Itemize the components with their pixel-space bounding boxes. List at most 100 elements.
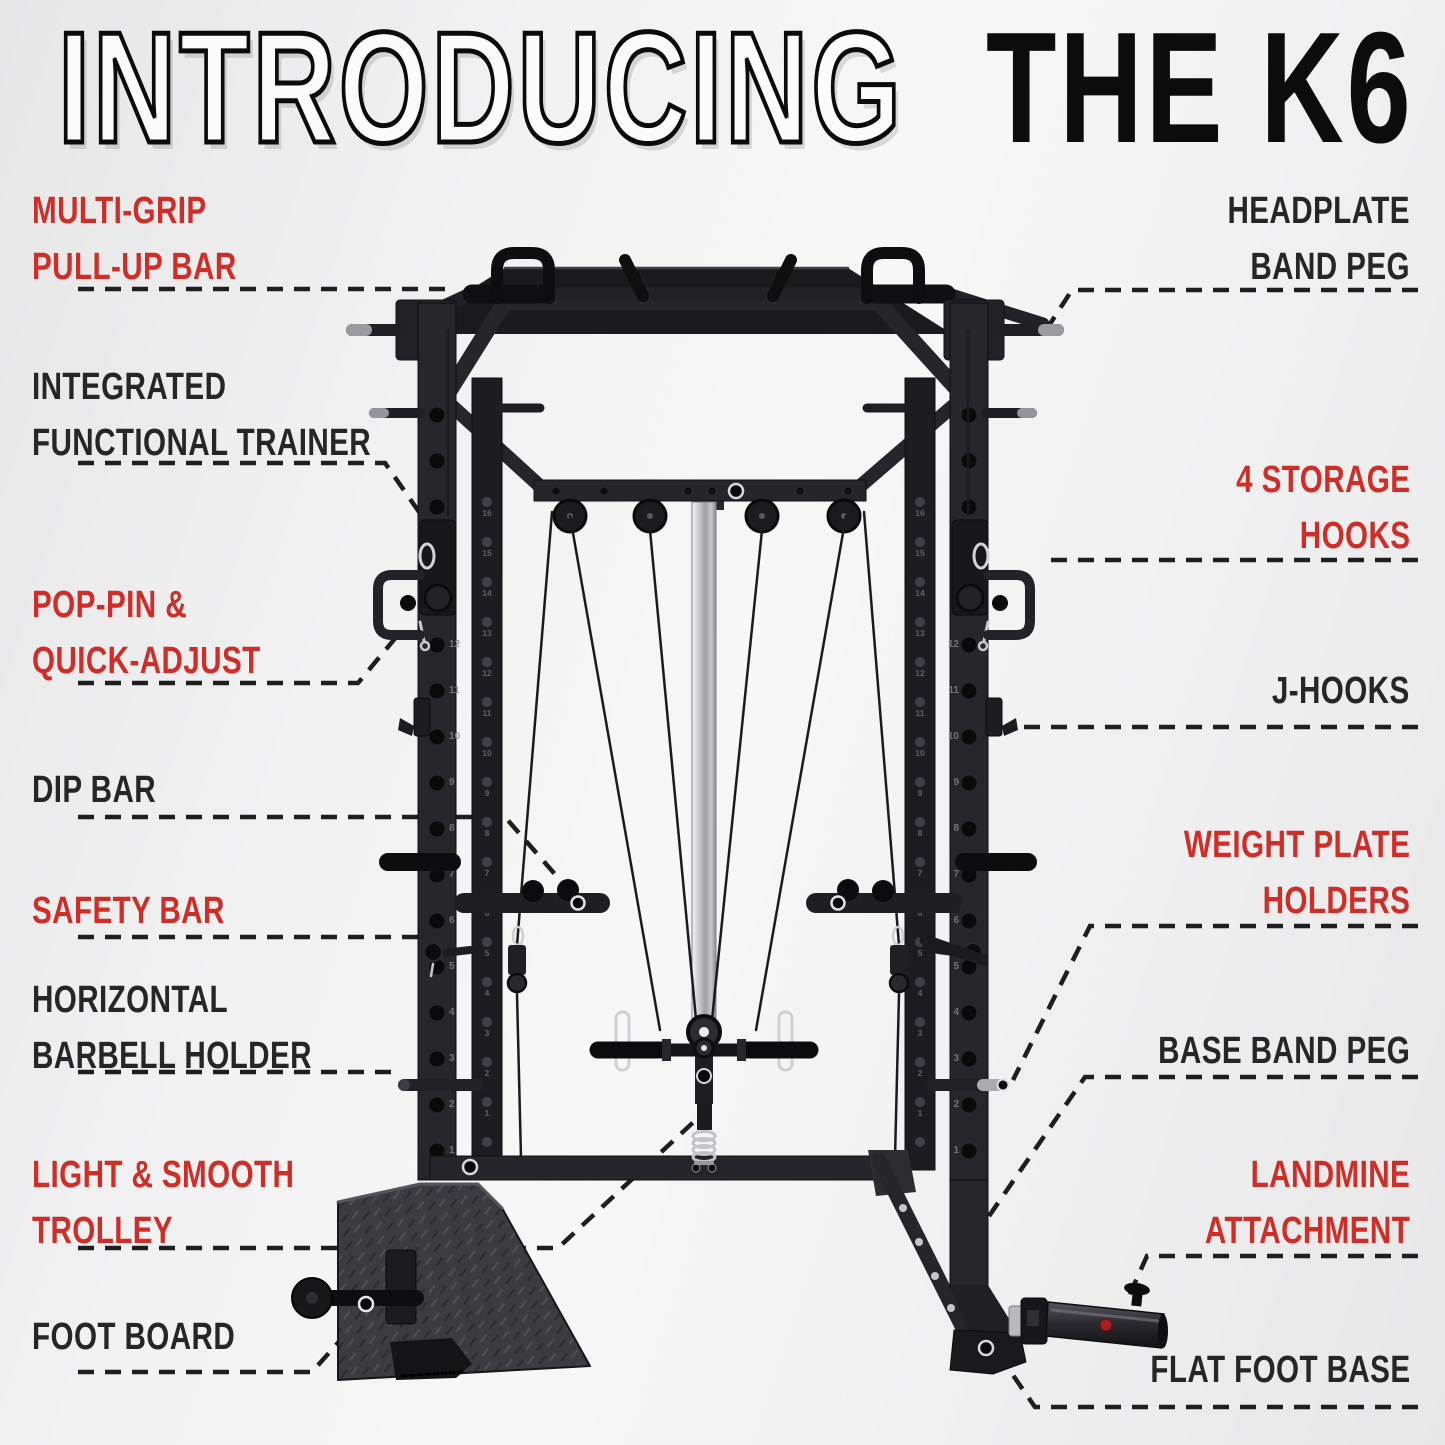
svg-text:9: 9 xyxy=(918,788,923,798)
svg-text:1: 1 xyxy=(918,1108,923,1118)
label-landmine-attachment: LANDMINE ATTACHMENT xyxy=(1147,1147,1410,1259)
svg-text:10: 10 xyxy=(482,748,492,758)
chrome-guide-rail xyxy=(691,501,717,1019)
base-frame xyxy=(429,1150,1027,1375)
label-base-band-peg: BASE BAND PEG xyxy=(1087,1023,1410,1079)
j-hooks xyxy=(398,697,1018,737)
svg-text:9: 9 xyxy=(953,777,959,788)
svg-text:4: 4 xyxy=(953,1007,959,1018)
svg-text:4: 4 xyxy=(918,988,923,998)
connector-pop-pin-quick-adjust xyxy=(78,628,404,686)
label-line: HEADPLATE xyxy=(1227,190,1410,232)
label-multi-grip-pull-up-bar: MULTI-GRIP PULL-UP BAR xyxy=(32,183,294,295)
svg-text:11: 11 xyxy=(948,685,959,696)
svg-text:15: 15 xyxy=(915,548,925,558)
svg-text:4: 4 xyxy=(449,1007,455,1018)
svg-text:9: 9 xyxy=(485,788,490,798)
svg-text:12: 12 xyxy=(482,668,492,678)
svg-text:10: 10 xyxy=(915,748,925,758)
svg-text:5: 5 xyxy=(449,961,455,972)
trolley-and-low-row xyxy=(589,1010,819,1165)
svg-text:16: 16 xyxy=(482,508,492,518)
label-line: PULL-UP BAR xyxy=(32,246,237,288)
svg-text:1: 1 xyxy=(953,1145,959,1156)
label-safety-bar: SAFETY BAR xyxy=(32,883,279,939)
svg-text:11: 11 xyxy=(483,708,492,718)
label-line: TROLLEY xyxy=(32,1210,174,1252)
connector-base-band-peg xyxy=(976,1074,1418,1234)
label-line: BASE BAND PEG xyxy=(1157,1030,1410,1072)
svg-text:15: 15 xyxy=(482,548,492,558)
label-line: HOLDERS xyxy=(1262,880,1410,922)
label-line: 4 STORAGE xyxy=(1235,459,1410,501)
svg-text:1: 1 xyxy=(449,1145,455,1156)
label-dip-bar: DIP BAR xyxy=(32,762,191,818)
page-title-outline: INTRODUCING xyxy=(56,0,904,176)
label-line: WEIGHT PLATE xyxy=(1183,824,1410,866)
label-light-smooth-trolley: LIGHT & SMOOTH TROLLEY xyxy=(32,1147,368,1259)
label-flat-foot-base: FLAT FOOT BASE xyxy=(1077,1342,1411,1398)
connector-dip-bar xyxy=(78,814,562,882)
svg-text:3: 3 xyxy=(485,1028,490,1038)
svg-text:9: 9 xyxy=(449,777,455,788)
svg-text:14: 14 xyxy=(915,588,925,598)
label-line: QUICK-ADJUST xyxy=(32,640,261,682)
label-line: FOOT BOARD xyxy=(32,1316,236,1358)
svg-text:13: 13 xyxy=(482,628,492,638)
label-line: FUNCTIONAL TRAINER xyxy=(32,422,372,464)
svg-text:5: 5 xyxy=(918,948,923,958)
svg-text:5: 5 xyxy=(953,961,959,972)
svg-text:7: 7 xyxy=(449,869,455,880)
label-line: HOOKS xyxy=(1299,515,1410,557)
svg-text:13: 13 xyxy=(915,628,925,638)
svg-text:4: 4 xyxy=(485,988,490,998)
label-storage-hooks: 4 STORAGE HOOKS xyxy=(1187,452,1410,564)
pop-pin-trolleys xyxy=(373,519,1035,652)
label-integrated-functional-trainer: INTEGRATED FUNCTIONAL TRAINER xyxy=(32,359,467,471)
svg-text:16: 16 xyxy=(915,508,925,518)
svg-text:6: 6 xyxy=(953,915,959,926)
cables xyxy=(447,329,969,1160)
svg-text:3: 3 xyxy=(449,1053,455,1064)
svg-text:5: 5 xyxy=(485,948,490,958)
label-line: J-HOOKS xyxy=(1272,670,1410,712)
label-line: DIP BAR xyxy=(32,769,157,811)
svg-text:12: 12 xyxy=(948,639,960,650)
svg-text:8: 8 xyxy=(485,828,490,838)
svg-text:8: 8 xyxy=(449,823,455,834)
uprights xyxy=(417,302,989,1181)
svg-text:7: 7 xyxy=(485,868,490,878)
label-line: MULTI-GRIP xyxy=(32,190,207,232)
label-line: ATTACHMENT xyxy=(1204,1210,1410,1252)
label-line: INTEGRATED xyxy=(32,366,227,408)
svg-text:1: 1 xyxy=(485,1108,490,1118)
svg-text:2: 2 xyxy=(918,1068,923,1078)
svg-text:11: 11 xyxy=(449,685,460,696)
label-line: BAND PEG xyxy=(1250,246,1410,288)
svg-text:2: 2 xyxy=(485,1068,490,1078)
svg-text:8: 8 xyxy=(918,828,923,838)
svg-text:14: 14 xyxy=(482,588,492,598)
svg-text:2: 2 xyxy=(449,1099,455,1110)
label-line: LANDMINE xyxy=(1250,1154,1410,1196)
svg-text:7: 7 xyxy=(953,869,959,880)
svg-text:11: 11 xyxy=(916,708,925,718)
label-j-hooks: J-HOOKS xyxy=(1233,663,1410,719)
connector-headplate-band-peg xyxy=(1048,287,1418,326)
label-line: POP-PIN & xyxy=(32,584,188,626)
label-line: HORIZONTAL xyxy=(32,979,228,1021)
label-line: LIGHT & SMOOTH xyxy=(32,1154,295,1196)
svg-text:3: 3 xyxy=(918,1028,923,1038)
connector-landmine-attachment xyxy=(1125,1253,1418,1299)
foot-board xyxy=(291,1182,591,1381)
adjustable-pulley-blocks xyxy=(506,925,910,994)
svg-text:3: 3 xyxy=(953,1053,959,1064)
label-line: BARBELL HOLDER xyxy=(32,1035,312,1077)
connector-weight-plate-holders xyxy=(1010,923,1418,1082)
label-line: SAFETY BAR xyxy=(32,890,225,932)
landmine-attachment xyxy=(1008,1282,1168,1349)
